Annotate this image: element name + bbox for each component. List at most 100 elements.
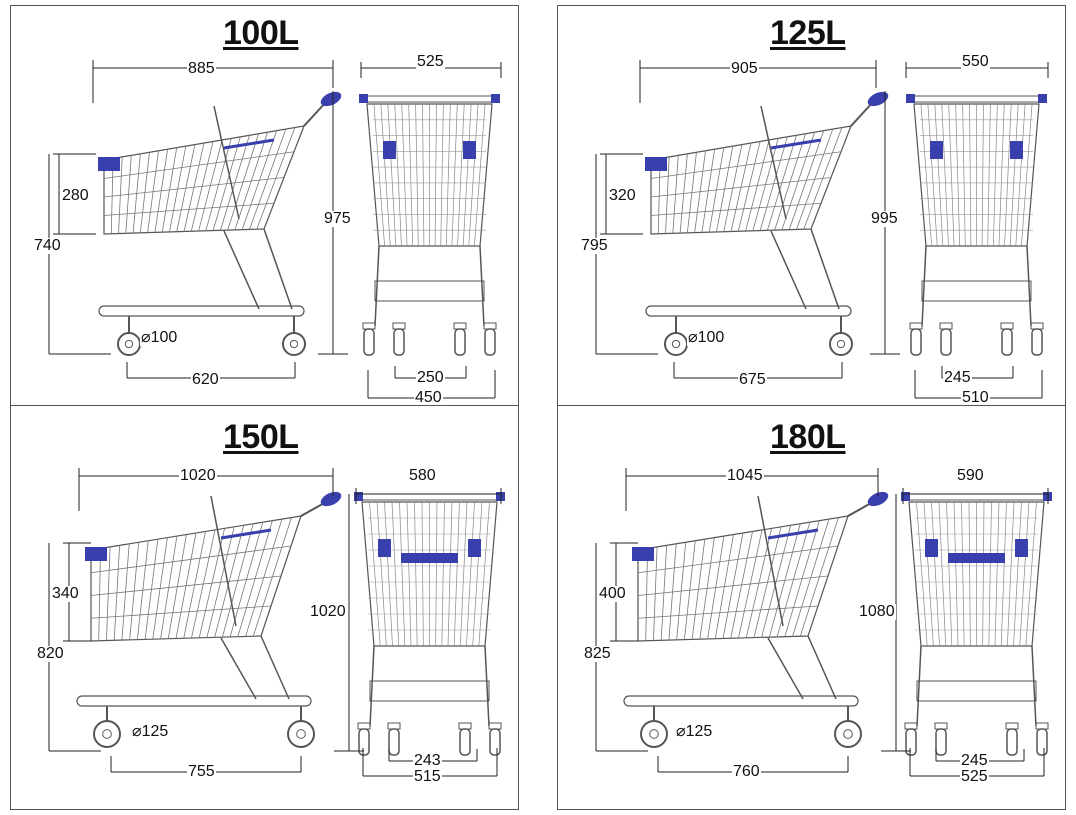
- front-wheel: [1036, 728, 1048, 756]
- front-corner-cap: [1038, 94, 1047, 103]
- height-dimension: 1080: [858, 603, 896, 620]
- front-wire: [434, 103, 437, 247]
- front-wire: [445, 103, 451, 247]
- handle-grip: [320, 91, 342, 107]
- front-wire: [453, 501, 460, 647]
- cart-drawing-180l: [595, 468, 1052, 777]
- wheel-hub: [836, 339, 846, 349]
- front-leg: [374, 245, 380, 327]
- front-tray: [916, 680, 1037, 702]
- front-wheel: [910, 328, 922, 356]
- front-wire: [1021, 103, 1033, 247]
- front-wire: [1015, 103, 1026, 247]
- front-wheel: [459, 728, 471, 756]
- caster-plate: [458, 722, 472, 730]
- front-wire: [478, 501, 490, 647]
- front-leg: [1026, 245, 1032, 327]
- basket-wire: [650, 202, 822, 216]
- front-wire: [421, 501, 424, 647]
- length-dimension: 1020: [179, 467, 217, 484]
- wheel-diameter-label: ⌀125: [131, 723, 170, 740]
- wheel: [664, 332, 688, 356]
- basket-height-dimension: 280: [61, 187, 90, 204]
- front-wheel: [1006, 728, 1018, 756]
- wheel-hub: [649, 729, 659, 739]
- wheelbase-dimension: 760: [732, 763, 761, 780]
- front-wire: [1025, 501, 1037, 647]
- basket-wire: [103, 151, 295, 179]
- wheel: [640, 720, 668, 748]
- front-wheel: [905, 728, 917, 756]
- front-wire: [1004, 103, 1012, 247]
- front-wire: [408, 103, 414, 247]
- front-wire: [401, 103, 408, 247]
- front-wire: [369, 501, 381, 647]
- front-wire: [415, 103, 419, 247]
- width-dimension: 550: [961, 53, 990, 70]
- caster-plate: [909, 322, 923, 330]
- outer-track-dimension: 510: [961, 389, 990, 406]
- handle-height-dimension: 795: [580, 237, 609, 254]
- chassis-tube: [260, 635, 290, 700]
- chassis-tube: [220, 637, 257, 700]
- front-wheel: [393, 328, 405, 356]
- wheel-hub: [296, 729, 306, 739]
- height-dimension: 1020: [309, 603, 347, 620]
- front-top-rail: [355, 493, 504, 501]
- front-wire: [1019, 501, 1030, 647]
- front-corner-cap: [901, 492, 910, 501]
- basket-wire: [650, 177, 832, 198]
- seat-bracket: [468, 539, 481, 557]
- wheelbase-dimension: 675: [738, 371, 767, 388]
- seat-flap: [210, 495, 237, 627]
- caster-plate: [453, 322, 467, 330]
- front-leg: [1031, 645, 1037, 727]
- front-tray: [921, 280, 1032, 302]
- wheel: [117, 332, 141, 356]
- basket-wire: [637, 545, 839, 574]
- front-wire: [998, 103, 1005, 247]
- front-wheel: [1001, 328, 1013, 356]
- width-dimension: 590: [956, 467, 985, 484]
- front-wire: [934, 103, 944, 247]
- caster-plate: [387, 722, 401, 730]
- front-corner-cap: [354, 492, 363, 501]
- front-leg: [916, 645, 922, 727]
- seat-bracket: [378, 539, 391, 557]
- basket-wire: [650, 151, 842, 179]
- front-wire: [1006, 501, 1015, 647]
- wheel-hub: [102, 729, 112, 739]
- front-wheel: [363, 328, 375, 356]
- handle-height-dimension: 825: [583, 645, 612, 662]
- seat-bracket: [1015, 539, 1028, 557]
- cart-panel-125l: 125L 905 550 995 320 795 ⌀100 675 245 51…: [557, 5, 1066, 407]
- handle-height-dimension: 820: [36, 645, 65, 662]
- child-seat-bar: [767, 528, 819, 540]
- front-wire: [414, 501, 418, 647]
- wheelbase-dimension: 755: [187, 763, 216, 780]
- width-dimension: 525: [416, 53, 445, 70]
- wheel-diameter-label: ⌀100: [687, 329, 726, 346]
- chassis-tube: [810, 228, 840, 310]
- seat-flap: [757, 495, 784, 627]
- front-wire: [474, 103, 486, 247]
- inner-track-dimension: 245: [960, 752, 989, 769]
- chassis-tube: [767, 637, 804, 700]
- front-corner-cap: [906, 94, 915, 103]
- caster-plate: [483, 322, 497, 330]
- seat-bracket: [463, 141, 476, 159]
- child-seat-bar: [220, 528, 272, 540]
- front-wire: [466, 501, 475, 647]
- basket-wire: [103, 202, 275, 216]
- front-wheel: [935, 728, 947, 756]
- basket-wire: [637, 575, 829, 596]
- seat-bar: [948, 553, 1005, 563]
- caster-plate: [392, 322, 406, 330]
- front-leg: [479, 245, 485, 327]
- front-wire: [376, 501, 387, 647]
- basket-wire: [90, 545, 292, 574]
- front-wire: [472, 501, 483, 647]
- wheel-hub: [843, 729, 853, 739]
- cart-panel-100l: 100L 885 525 975 280 740 ⌀100 620 250 45…: [10, 5, 519, 407]
- front-wire: [384, 501, 393, 647]
